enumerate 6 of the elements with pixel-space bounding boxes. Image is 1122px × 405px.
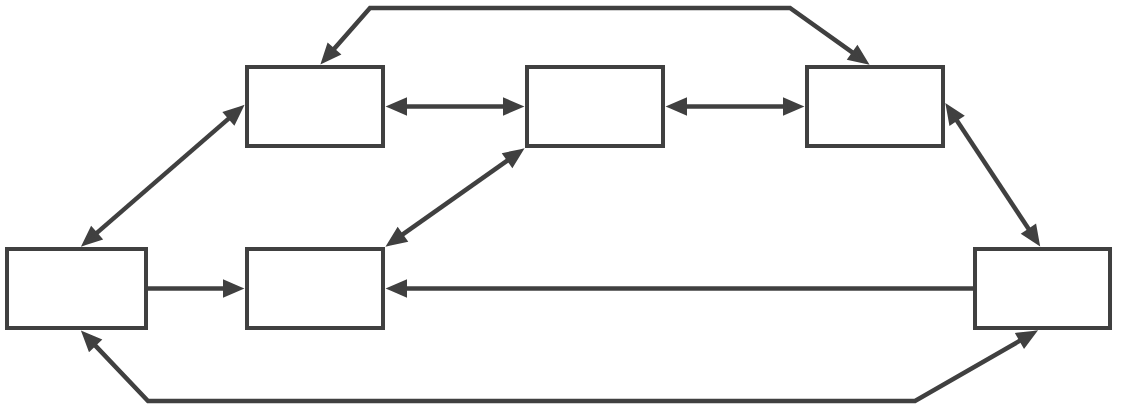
box <box>525 65 665 148</box>
box <box>805 65 945 148</box>
box <box>5 247 148 330</box>
box <box>973 247 1112 330</box>
box <box>245 65 385 148</box>
box <box>245 247 385 330</box>
